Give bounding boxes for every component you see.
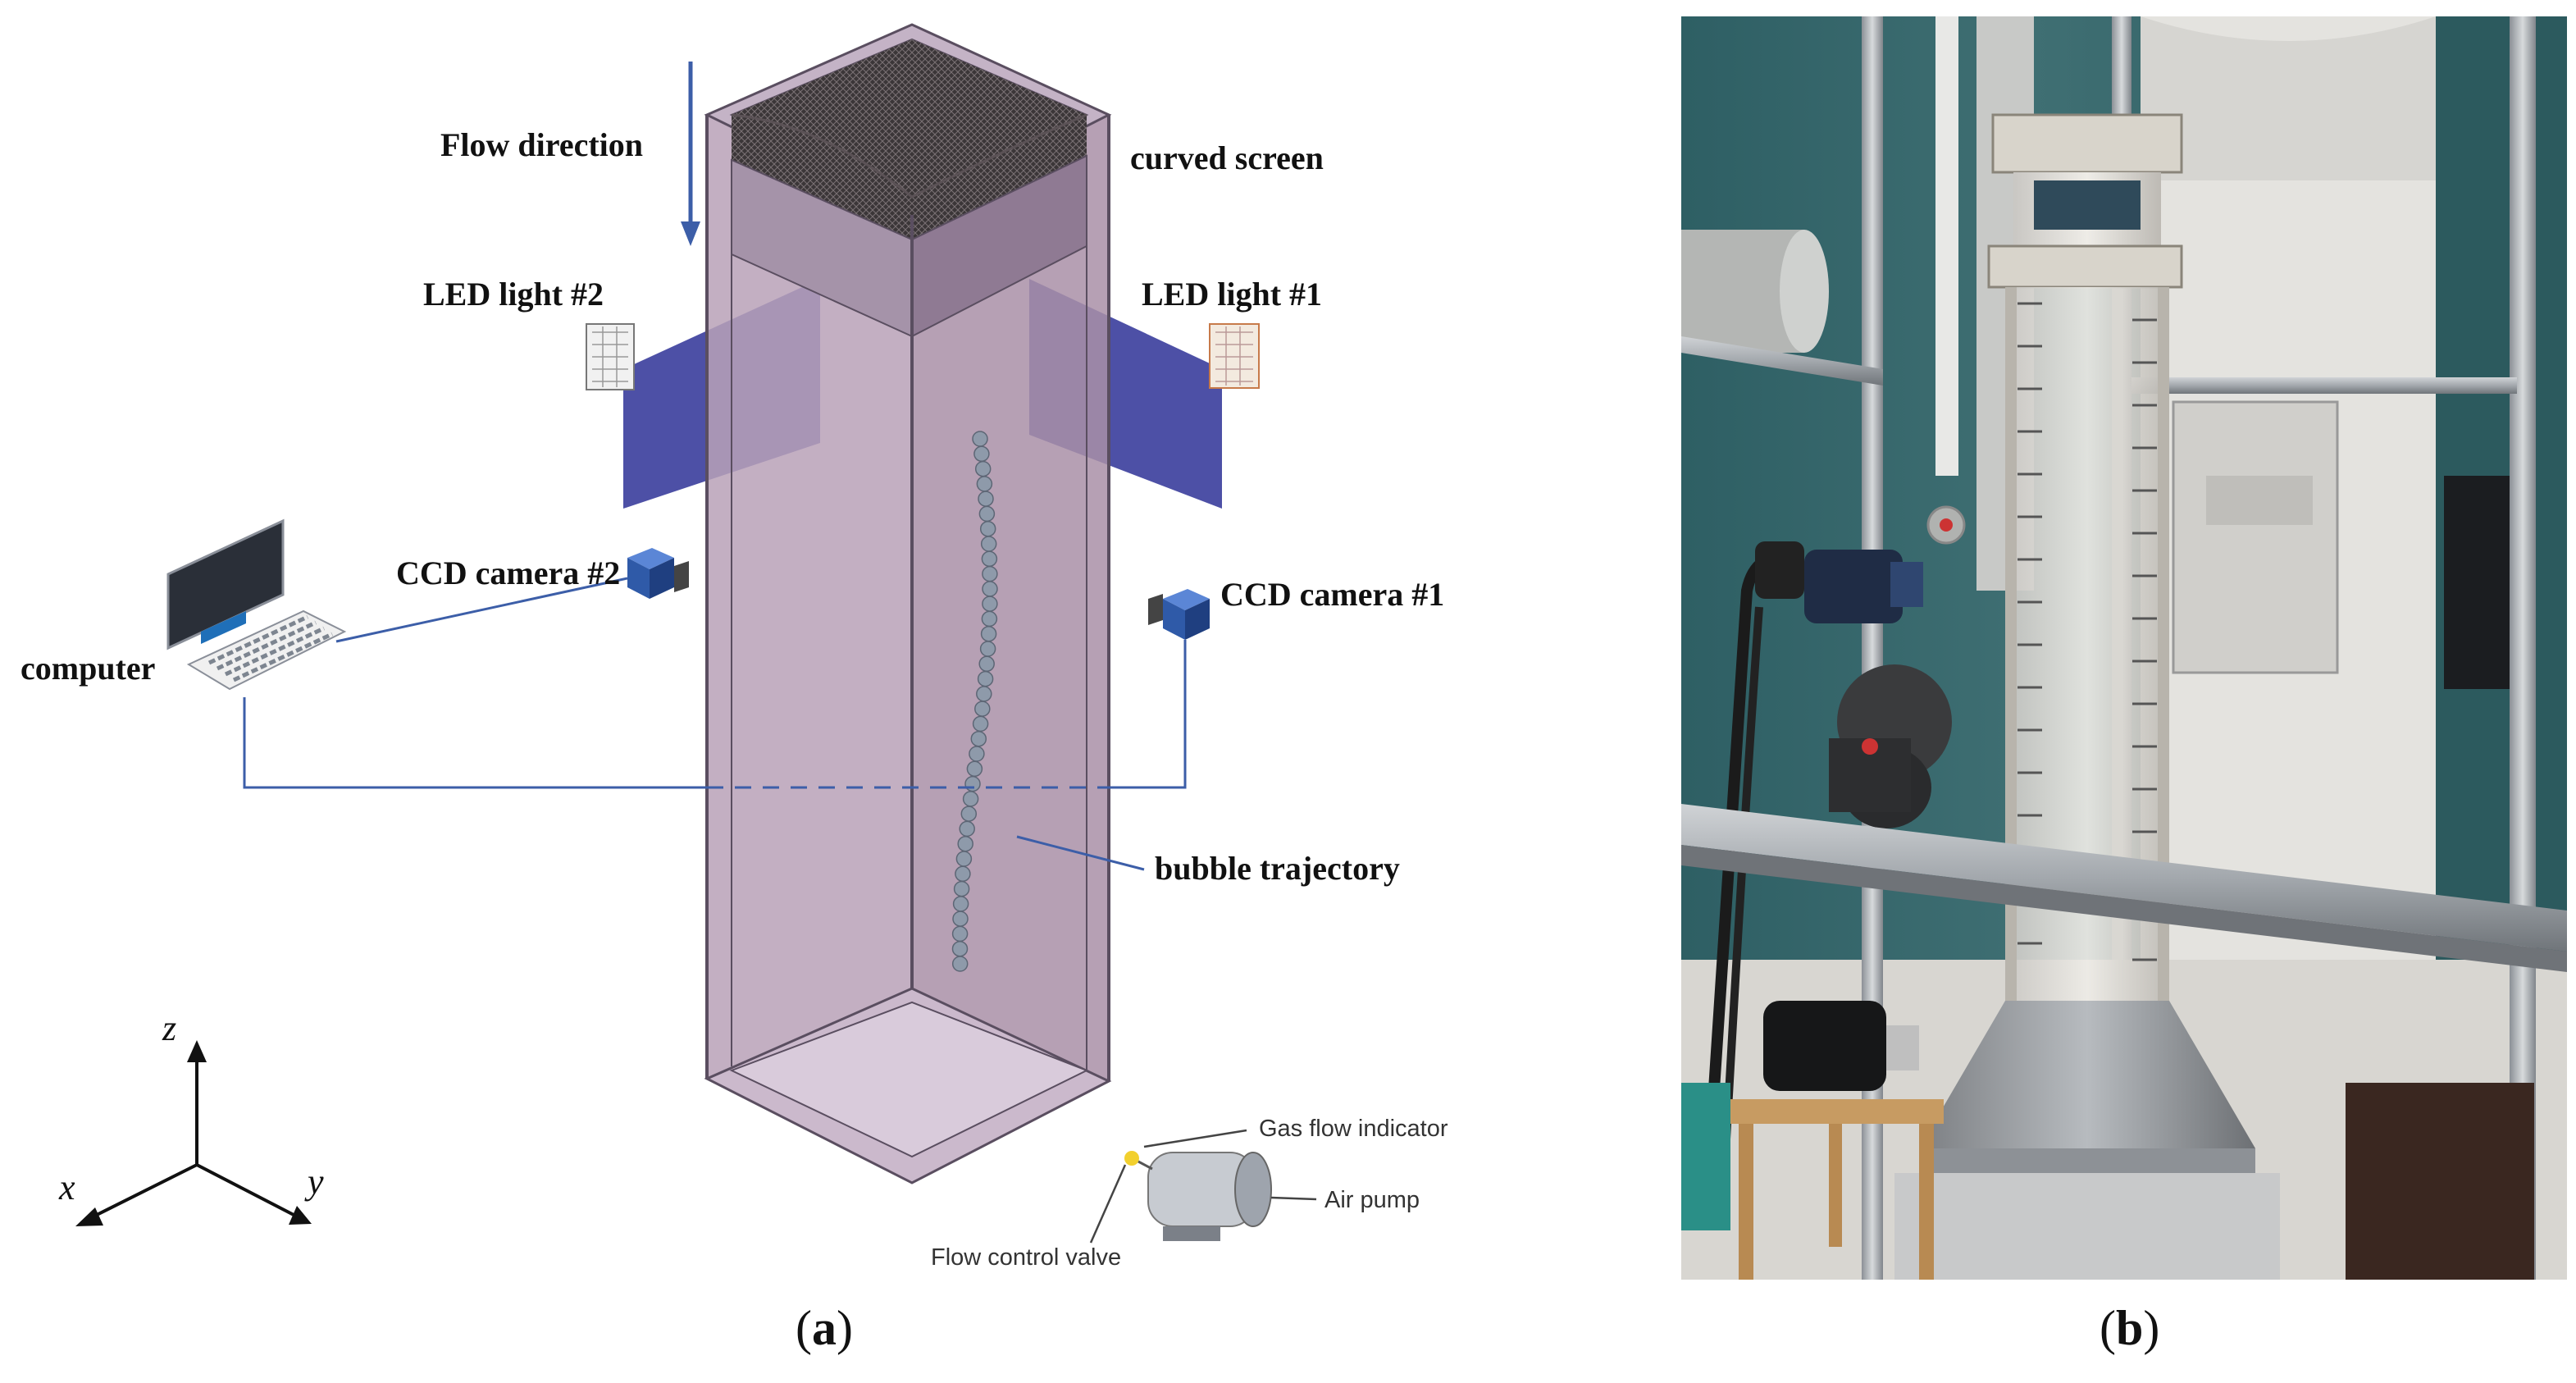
bubble: [972, 431, 988, 447]
label-led-light-1: LED light #1: [1142, 276, 1322, 313]
bubble: [952, 896, 969, 912]
bubble: [955, 851, 973, 867]
bubble: [976, 686, 992, 702]
bubble: [951, 956, 969, 972]
bubble-trajectory-pointer: [1016, 835, 1145, 871]
bubble: [978, 655, 995, 673]
label-gas-flow-indicator: Gas flow indicator: [1259, 1116, 1448, 1142]
bubble: [979, 641, 996, 657]
flow-direction-arrow: [681, 62, 700, 246]
axis-label-z: z: [162, 1008, 176, 1048]
air-pump: [1124, 1151, 1272, 1241]
bubble: [969, 746, 985, 762]
bubble: [976, 476, 993, 492]
axis-label-x: x: [58, 1167, 75, 1207]
bubble: [978, 491, 994, 507]
bubble: [964, 775, 981, 792]
bubble: [981, 610, 998, 628]
bubble: [982, 581, 998, 597]
bubble: [970, 730, 987, 747]
bubble: [955, 865, 971, 883]
schematic-panel: Flow direction curved screen LED light #…: [21, 23, 1448, 1271]
caption-a: (a): [796, 1301, 853, 1355]
label-computer: computer: [21, 650, 155, 687]
label-air-pump: Air pump: [1324, 1187, 1420, 1213]
label-bubble-trajectory: bubble trajectory: [1155, 850, 1400, 887]
label-curved-screen: curved screen: [1130, 139, 1324, 176]
label-ccd-camera-2: CCD camera #2: [396, 555, 620, 591]
bubble: [980, 625, 997, 642]
bubble: [982, 565, 998, 582]
bubble: [977, 670, 994, 687]
bubble: [953, 880, 970, 897]
bubble: [962, 791, 979, 807]
camera-cables: [243, 577, 1187, 789]
photo-illustration: [1681, 16, 2567, 1280]
bubble: [974, 701, 991, 717]
bubble: [981, 550, 998, 568]
bubble: [960, 806, 978, 822]
bubble: [959, 820, 975, 838]
caption-b: (b): [2100, 1301, 2160, 1355]
coordinate-axes: [75, 1040, 312, 1226]
bubble-trajectory-points: [951, 431, 998, 972]
bubble: [980, 536, 997, 552]
bubble: [973, 445, 990, 463]
schematic-diagram: Flow direction curved screen LED light #…: [21, 23, 1448, 1271]
bubble: [972, 715, 989, 733]
bubble: [952, 911, 969, 927]
bubble: [974, 460, 992, 477]
bubble: [979, 520, 996, 537]
pump-pointer-lines: [1089, 1129, 1317, 1244]
bubble: [957, 835, 973, 852]
label-flow-direction: Flow direction: [440, 126, 643, 163]
bubble: [951, 925, 969, 943]
label-flow-control-valve: Flow control valve: [931, 1244, 1121, 1271]
bubble: [978, 505, 996, 523]
bubble: [966, 760, 983, 778]
label-ccd-camera-1: CCD camera #1: [1220, 576, 1444, 613]
bubble: [951, 940, 969, 957]
computer-icon: [166, 518, 347, 691]
water-tank: [704, 23, 1112, 1184]
label-led-light-2: LED light #2: [423, 276, 604, 313]
axis-label-y: y: [304, 1162, 324, 1202]
ccd-camera-1: [1148, 589, 1210, 640]
experimental-setup-photo: [1681, 16, 2567, 1280]
bubble: [982, 596, 998, 612]
ccd-camera-2: [627, 548, 689, 599]
